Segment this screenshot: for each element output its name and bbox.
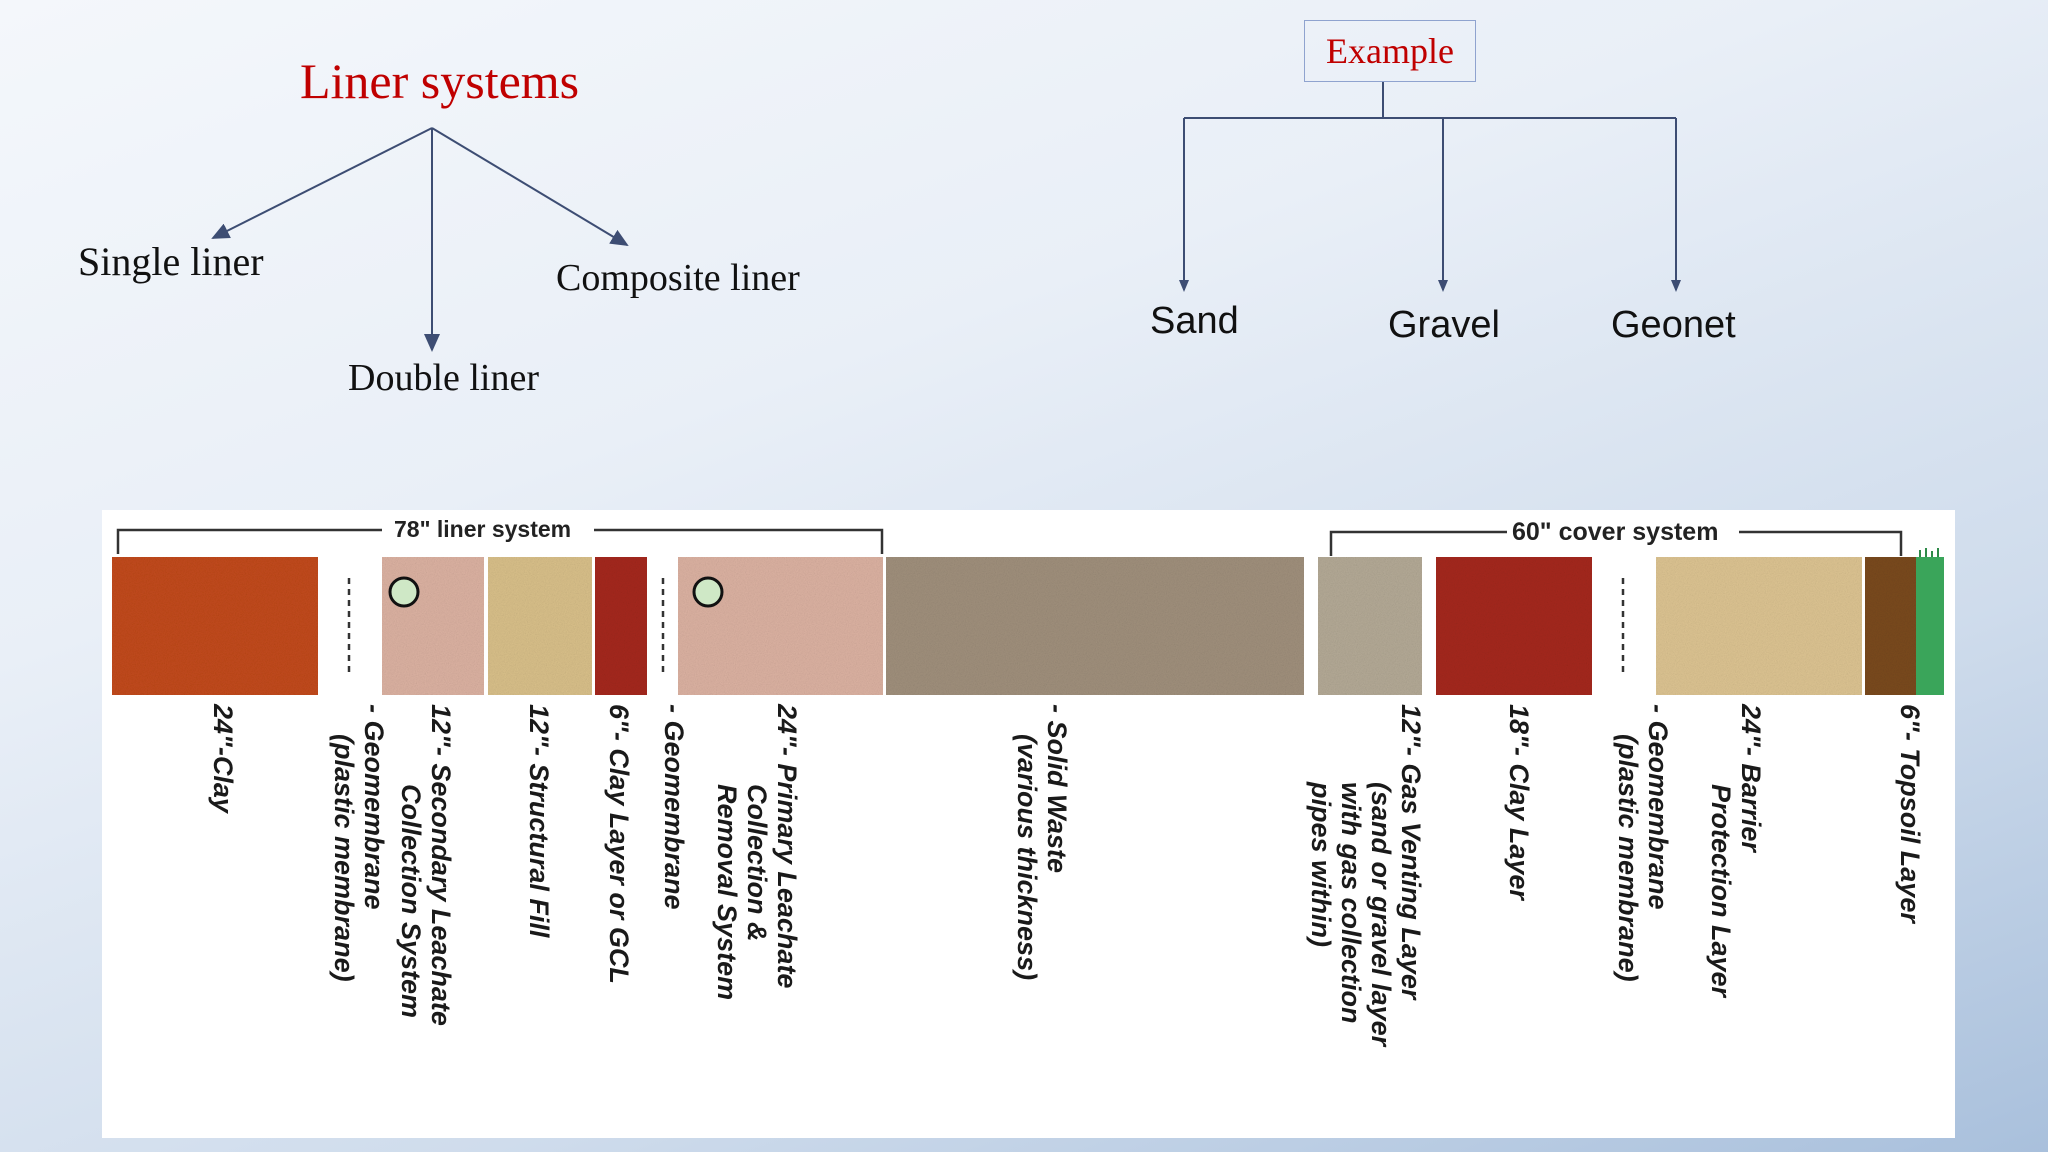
label-geomembrane-2: - Geomembrane <box>659 704 689 910</box>
clay-gcl-block <box>595 557 647 695</box>
label-clay-24: 24"-Clay <box>208 703 238 815</box>
label-barrier-protection: 24"- Barrier Protection Layer <box>1706 703 1766 999</box>
composite-liner-label: Composite liner <box>556 257 800 299</box>
gas-venting-block <box>1318 557 1422 695</box>
geonet-label: Geonet <box>1611 304 1736 346</box>
liner-systems-title: Liner systems <box>300 53 580 109</box>
landfill-cross-section: 78" liner system 60" cover system <box>102 510 1955 1138</box>
clay-24-block <box>112 557 318 695</box>
topsoil-block <box>1865 557 1919 695</box>
example-title: Example <box>1326 31 1454 71</box>
structural-fill-block <box>488 557 592 695</box>
label-structural-fill: 12"- Structural Fill <box>524 704 554 938</box>
label-geomembrane-3: - Geomembrane (plastic membrane) <box>1613 704 1673 982</box>
barrier-protection-block <box>1656 557 1862 695</box>
label-secondary-leachate: 12"- Secondary Leachate Collection Syste… <box>396 704 456 1033</box>
example-box: Example <box>1304 20 1476 82</box>
example-tree-connectors <box>1179 82 1681 292</box>
label-clay-18: 18"- Clay Layer <box>1504 704 1534 901</box>
label-clay-gcl: 6"- Clay Layer or GCL <box>604 704 634 984</box>
label-solid-waste: - Solid Waste (various thickness) <box>1012 704 1072 980</box>
grass-strip <box>1916 557 1944 695</box>
label-topsoil: 6"- Topsoil Layer <box>1895 704 1925 924</box>
cross-section-svg: 78" liner system 60" cover system <box>112 516 1944 1054</box>
single-liner-label: Single liner <box>78 239 264 284</box>
label-geomembrane-1: - Geomembrane (plastic membrane) <box>329 704 389 982</box>
primary-pipe-icon <box>692 576 724 608</box>
solid-waste-block <box>886 557 1304 695</box>
gravel-label: Gravel <box>1388 304 1500 346</box>
arrow-to-composite-liner <box>431 127 629 247</box>
clay-18-block <box>1436 557 1592 695</box>
double-liner-label: Double liner <box>348 357 540 399</box>
liner-tree-arrows <box>211 127 629 352</box>
cover-bracket <box>1329 530 1903 556</box>
arrow-to-single-liner <box>211 127 433 239</box>
secondary-leachate-block <box>382 557 484 695</box>
liner-bracket-label: 78" liner system <box>394 516 571 542</box>
secondary-pipe-icon <box>388 576 420 608</box>
liner-bracket <box>116 528 884 554</box>
label-primary-leachate: 24"- Primary Leachate Collection & Remov… <box>712 703 802 1000</box>
sand-label: Sand <box>1150 300 1239 342</box>
label-gas-venting: 12"- Gas Venting Layer (sand or gravel l… <box>1306 704 1426 1054</box>
cover-bracket-label: 60" cover system <box>1512 518 1718 546</box>
